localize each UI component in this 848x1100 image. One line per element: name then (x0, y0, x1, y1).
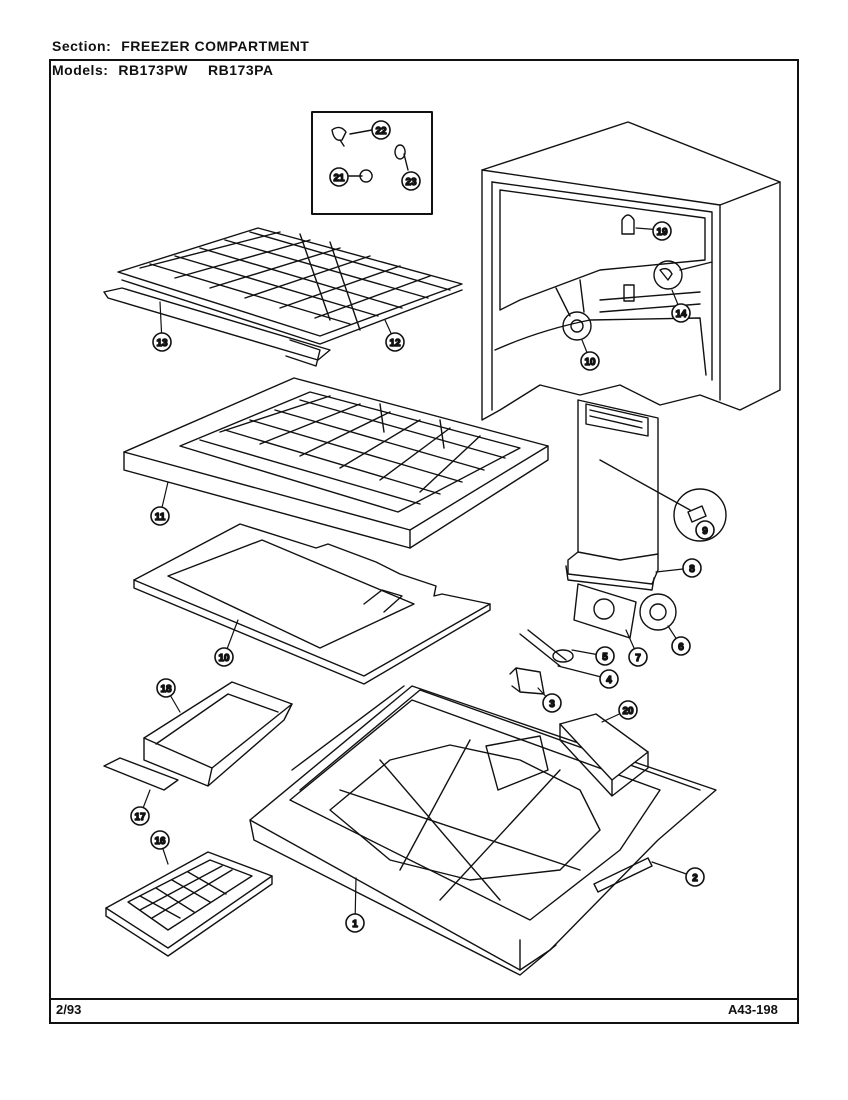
section-value: FREEZER COMPARTMENT (121, 38, 310, 54)
callout-9-label: 9 (702, 526, 708, 537)
callout-14: 14 (671, 303, 691, 323)
callout-17-label: 17 (134, 812, 146, 823)
callout-21: 21 (329, 167, 349, 187)
wire-shelf (103, 227, 463, 367)
callout-18: 18 (156, 678, 176, 698)
callout-20-label: 20 (622, 706, 634, 717)
callout-14-label: 14 (675, 309, 687, 320)
callout-5: 5 (595, 646, 615, 666)
callout-11: 11 (150, 506, 170, 526)
callout-1-label: 1 (352, 919, 358, 930)
callout-8-label: 8 (689, 564, 695, 575)
section-heading: Section: FREEZER COMPARTMENT (52, 38, 309, 54)
fan-assembly (509, 583, 677, 695)
callout-22: 22 (371, 120, 391, 140)
ice-cube-tray (105, 851, 273, 957)
callout-8: 8 (682, 558, 702, 578)
callout-12: 12 (385, 332, 405, 352)
callout-7: 7 (628, 647, 648, 667)
diagram-frame (49, 59, 799, 1024)
callout-20: 20 (618, 700, 638, 720)
callout-22-label: 22 (375, 126, 387, 137)
callout-3-label: 3 (549, 699, 555, 710)
callout-23-label: 23 (405, 177, 417, 188)
model-number-1: RB173PW (118, 62, 189, 78)
callout-12-label: 12 (389, 338, 401, 349)
drawing-code: A43-198 (728, 1002, 778, 1017)
trim-strip (103, 757, 179, 791)
freezer-shelf (123, 377, 549, 549)
callout-16: 16 (150, 830, 170, 850)
callout-19-label: 19 (656, 227, 668, 238)
small-parts-inset (311, 111, 433, 215)
callout-2: 2 (685, 867, 705, 887)
callout-13-label: 13 (156, 338, 168, 349)
callout-4-label: 4 (606, 675, 612, 686)
callout-10-lower: 10 (214, 647, 234, 667)
callout-10-upper: 10 (580, 351, 600, 371)
freezer-divider (133, 523, 491, 685)
callout-19: 19 (652, 221, 672, 241)
model-number-2: RB173PA (208, 62, 274, 78)
callout-23: 23 (401, 171, 421, 191)
freezer-floor (249, 685, 717, 976)
callout-16-label: 16 (154, 836, 166, 847)
callout-17: 17 (130, 806, 150, 826)
revision-date: 2/93 (56, 1002, 82, 1017)
models-heading: Models: RB173PW RB173PA (52, 62, 274, 78)
callout-10-upper-label: 10 (584, 357, 596, 368)
air-duct (565, 399, 727, 591)
callout-6-label: 6 (678, 642, 684, 653)
callout-7-label: 7 (635, 653, 641, 664)
callout-10-lower-label: 10 (218, 653, 230, 664)
callout-18-label: 18 (160, 684, 172, 695)
section-label: Section: (52, 38, 112, 54)
callout-6: 6 (671, 636, 691, 656)
callout-11-label: 11 (155, 512, 166, 523)
models-label: Models: (52, 62, 109, 78)
callout-9: 9 (695, 520, 715, 540)
refrigerator-cabinet (481, 121, 781, 421)
callout-1: 1 (345, 913, 365, 933)
footer-divider (49, 998, 799, 1000)
ice-bin (143, 681, 293, 787)
callout-13: 13 (152, 332, 172, 352)
callout-2-label: 2 (692, 873, 698, 884)
callout-3: 3 (542, 693, 562, 713)
callouts: 22 21 23 19 14 13 12 10 11 9 8 6 7 5 4 3… (130, 120, 715, 933)
callout-4: 4 (599, 669, 619, 689)
callout-5-label: 5 (602, 652, 608, 663)
callout-21-label: 21 (333, 173, 345, 184)
